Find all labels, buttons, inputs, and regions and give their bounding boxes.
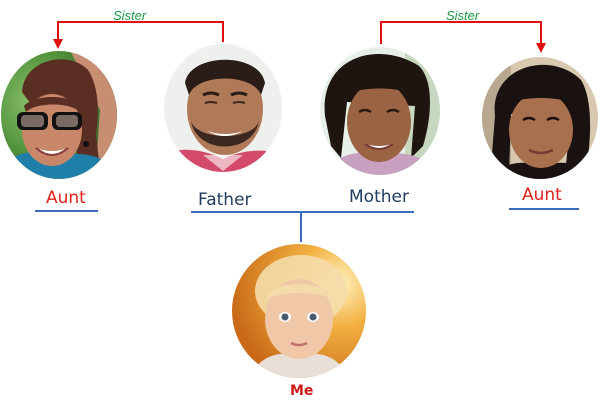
father-photo: [164, 44, 282, 172]
aunt-right-label: Aunt: [522, 185, 562, 205]
aunt-left-label: Aunt: [46, 188, 86, 208]
mother-label: Mother: [349, 187, 409, 207]
aunt-right-photo: [482, 57, 598, 179]
aunt-left-photo: [1, 51, 117, 179]
sister-arrow-left: [53, 21, 224, 49]
me-photo: [232, 244, 366, 378]
sister-label-left: Sister: [113, 8, 147, 23]
sister-label-right: Sister: [446, 8, 480, 23]
father-label: Father: [198, 190, 252, 210]
me-label: Me: [290, 383, 314, 399]
mother-photo: [320, 47, 440, 175]
sister-arrow-right: [380, 21, 546, 53]
